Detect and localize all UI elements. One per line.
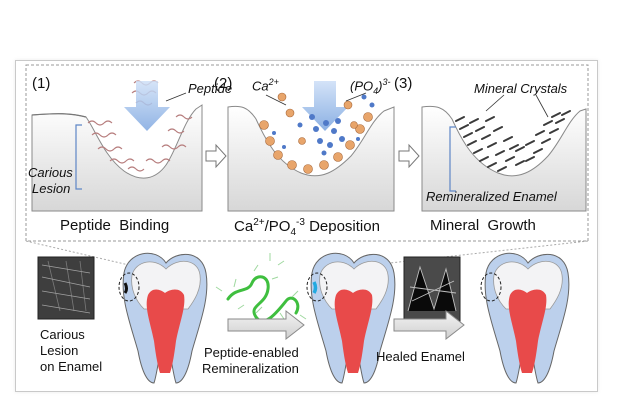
panel-2-title-end: Deposition [304, 218, 380, 235]
figure: (1) Peptide Carious Lesion Peptide Bindi… [15, 60, 598, 392]
arrow-2-label: Healed Enamel [376, 349, 465, 364]
lesion-label-line1: Carious [28, 165, 73, 180]
po-sub: 4 [373, 85, 379, 96]
panel-1-surface [31, 104, 203, 212]
panel-1-title: Peptide Binding [60, 217, 170, 234]
crystals-label: Mineral Crystals [474, 81, 568, 96]
step-arrow-1 [205, 143, 227, 169]
ca-sup: 2+ [268, 77, 279, 87]
panel-1-arrow [124, 81, 170, 131]
po4-label: (PO4)3- [350, 77, 391, 96]
po-close: ) [378, 78, 383, 94]
arrow-1-line2: Remineralization [202, 361, 299, 376]
big-arrow-2 [393, 309, 465, 341]
panel-2-title-main: Ca [234, 218, 254, 235]
ca-label: Ca2+ [252, 77, 279, 93]
figure-graphics [25, 64, 589, 384]
background-blur [600, 96, 604, 111]
panel-2-title-sup1: 2+ [253, 217, 265, 228]
tooth-2 [306, 252, 396, 384]
panel-2-number: (2) [214, 75, 233, 92]
tooth-1 [118, 252, 208, 384]
remineralized-bracket [449, 126, 456, 192]
peptide-label: Peptide [188, 81, 233, 96]
sem-image-healed [403, 256, 461, 322]
panel-1-number: (1) [32, 75, 51, 92]
panel-2-title-mid: /PO [264, 218, 291, 235]
ca-main: Ca [252, 78, 269, 94]
po-open: (PO [350, 78, 374, 94]
peptide-molecule [215, 253, 307, 323]
panel-2-title-sub: 4 [290, 227, 296, 238]
panel-2-surface [227, 105, 395, 212]
lesion-bracket [75, 124, 82, 190]
carious-line3: on Enamel [40, 359, 103, 374]
panel-2-title: Ca2+/PO4-3 Deposition [234, 217, 380, 238]
panel-3-surface [421, 105, 587, 212]
panel-3-number: (3) [394, 75, 413, 92]
remineralized-label: Remineralized Enamel [426, 189, 557, 204]
lesion-label-line2: Lesion [32, 181, 71, 196]
panel-2-title-sup2: -3 [296, 217, 305, 228]
po-sup: 3- [382, 77, 391, 87]
step-arrow-2 [398, 143, 420, 169]
carious-line2: Lesion [40, 343, 79, 358]
panel-3-crystals [455, 110, 571, 172]
panel-3-title: Mineral Growth [430, 217, 536, 234]
arrow-1-line1: Peptide-enabled [204, 345, 299, 360]
tooth-3 [480, 252, 570, 384]
panel-2-ions [259, 92, 375, 174]
big-arrow-1 [227, 309, 305, 341]
carious-line1: Carious [40, 327, 85, 342]
panel-frame [25, 64, 589, 242]
